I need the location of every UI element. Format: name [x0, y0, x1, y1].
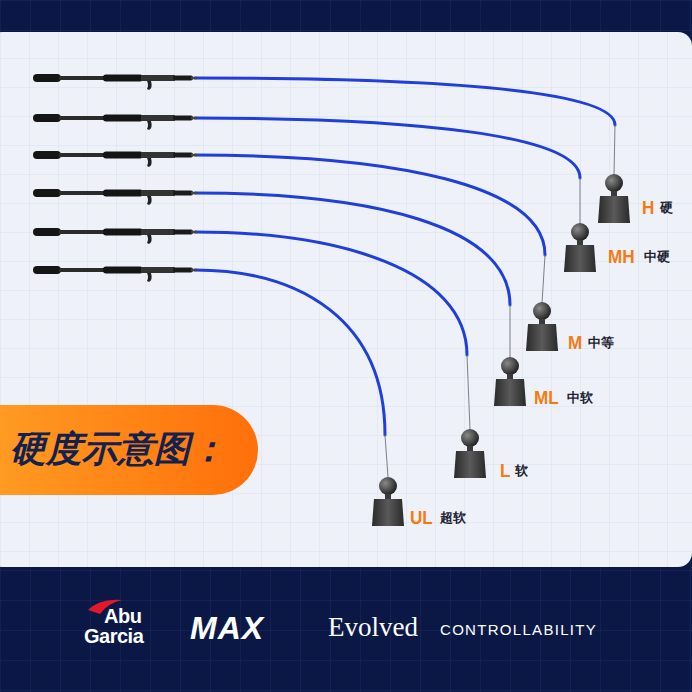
logo-text: Evolved — [328, 614, 418, 641]
grade-code: M — [568, 333, 582, 352]
logo-text: MAX — [190, 612, 264, 644]
grade-code: MH — [608, 247, 635, 266]
grade-code: L — [500, 461, 510, 480]
logo-text: Garcia — [84, 626, 143, 646]
grade-name: 软 — [515, 464, 528, 477]
grade-code: UL — [410, 508, 433, 527]
grade-name: 中软 — [567, 391, 593, 404]
tagline: CONTROLLABILITY — [440, 622, 597, 637]
grade-name: 中硬 — [644, 250, 670, 263]
grade-code: H — [642, 198, 654, 217]
grade-name: 硬 — [660, 201, 673, 214]
grade-code: ML — [534, 388, 559, 407]
title: 硬度示意图： — [10, 431, 226, 467]
grade-name: 中等 — [588, 336, 614, 349]
grade-name: 超软 — [440, 511, 466, 524]
logo-text: Abu — [104, 606, 141, 626]
